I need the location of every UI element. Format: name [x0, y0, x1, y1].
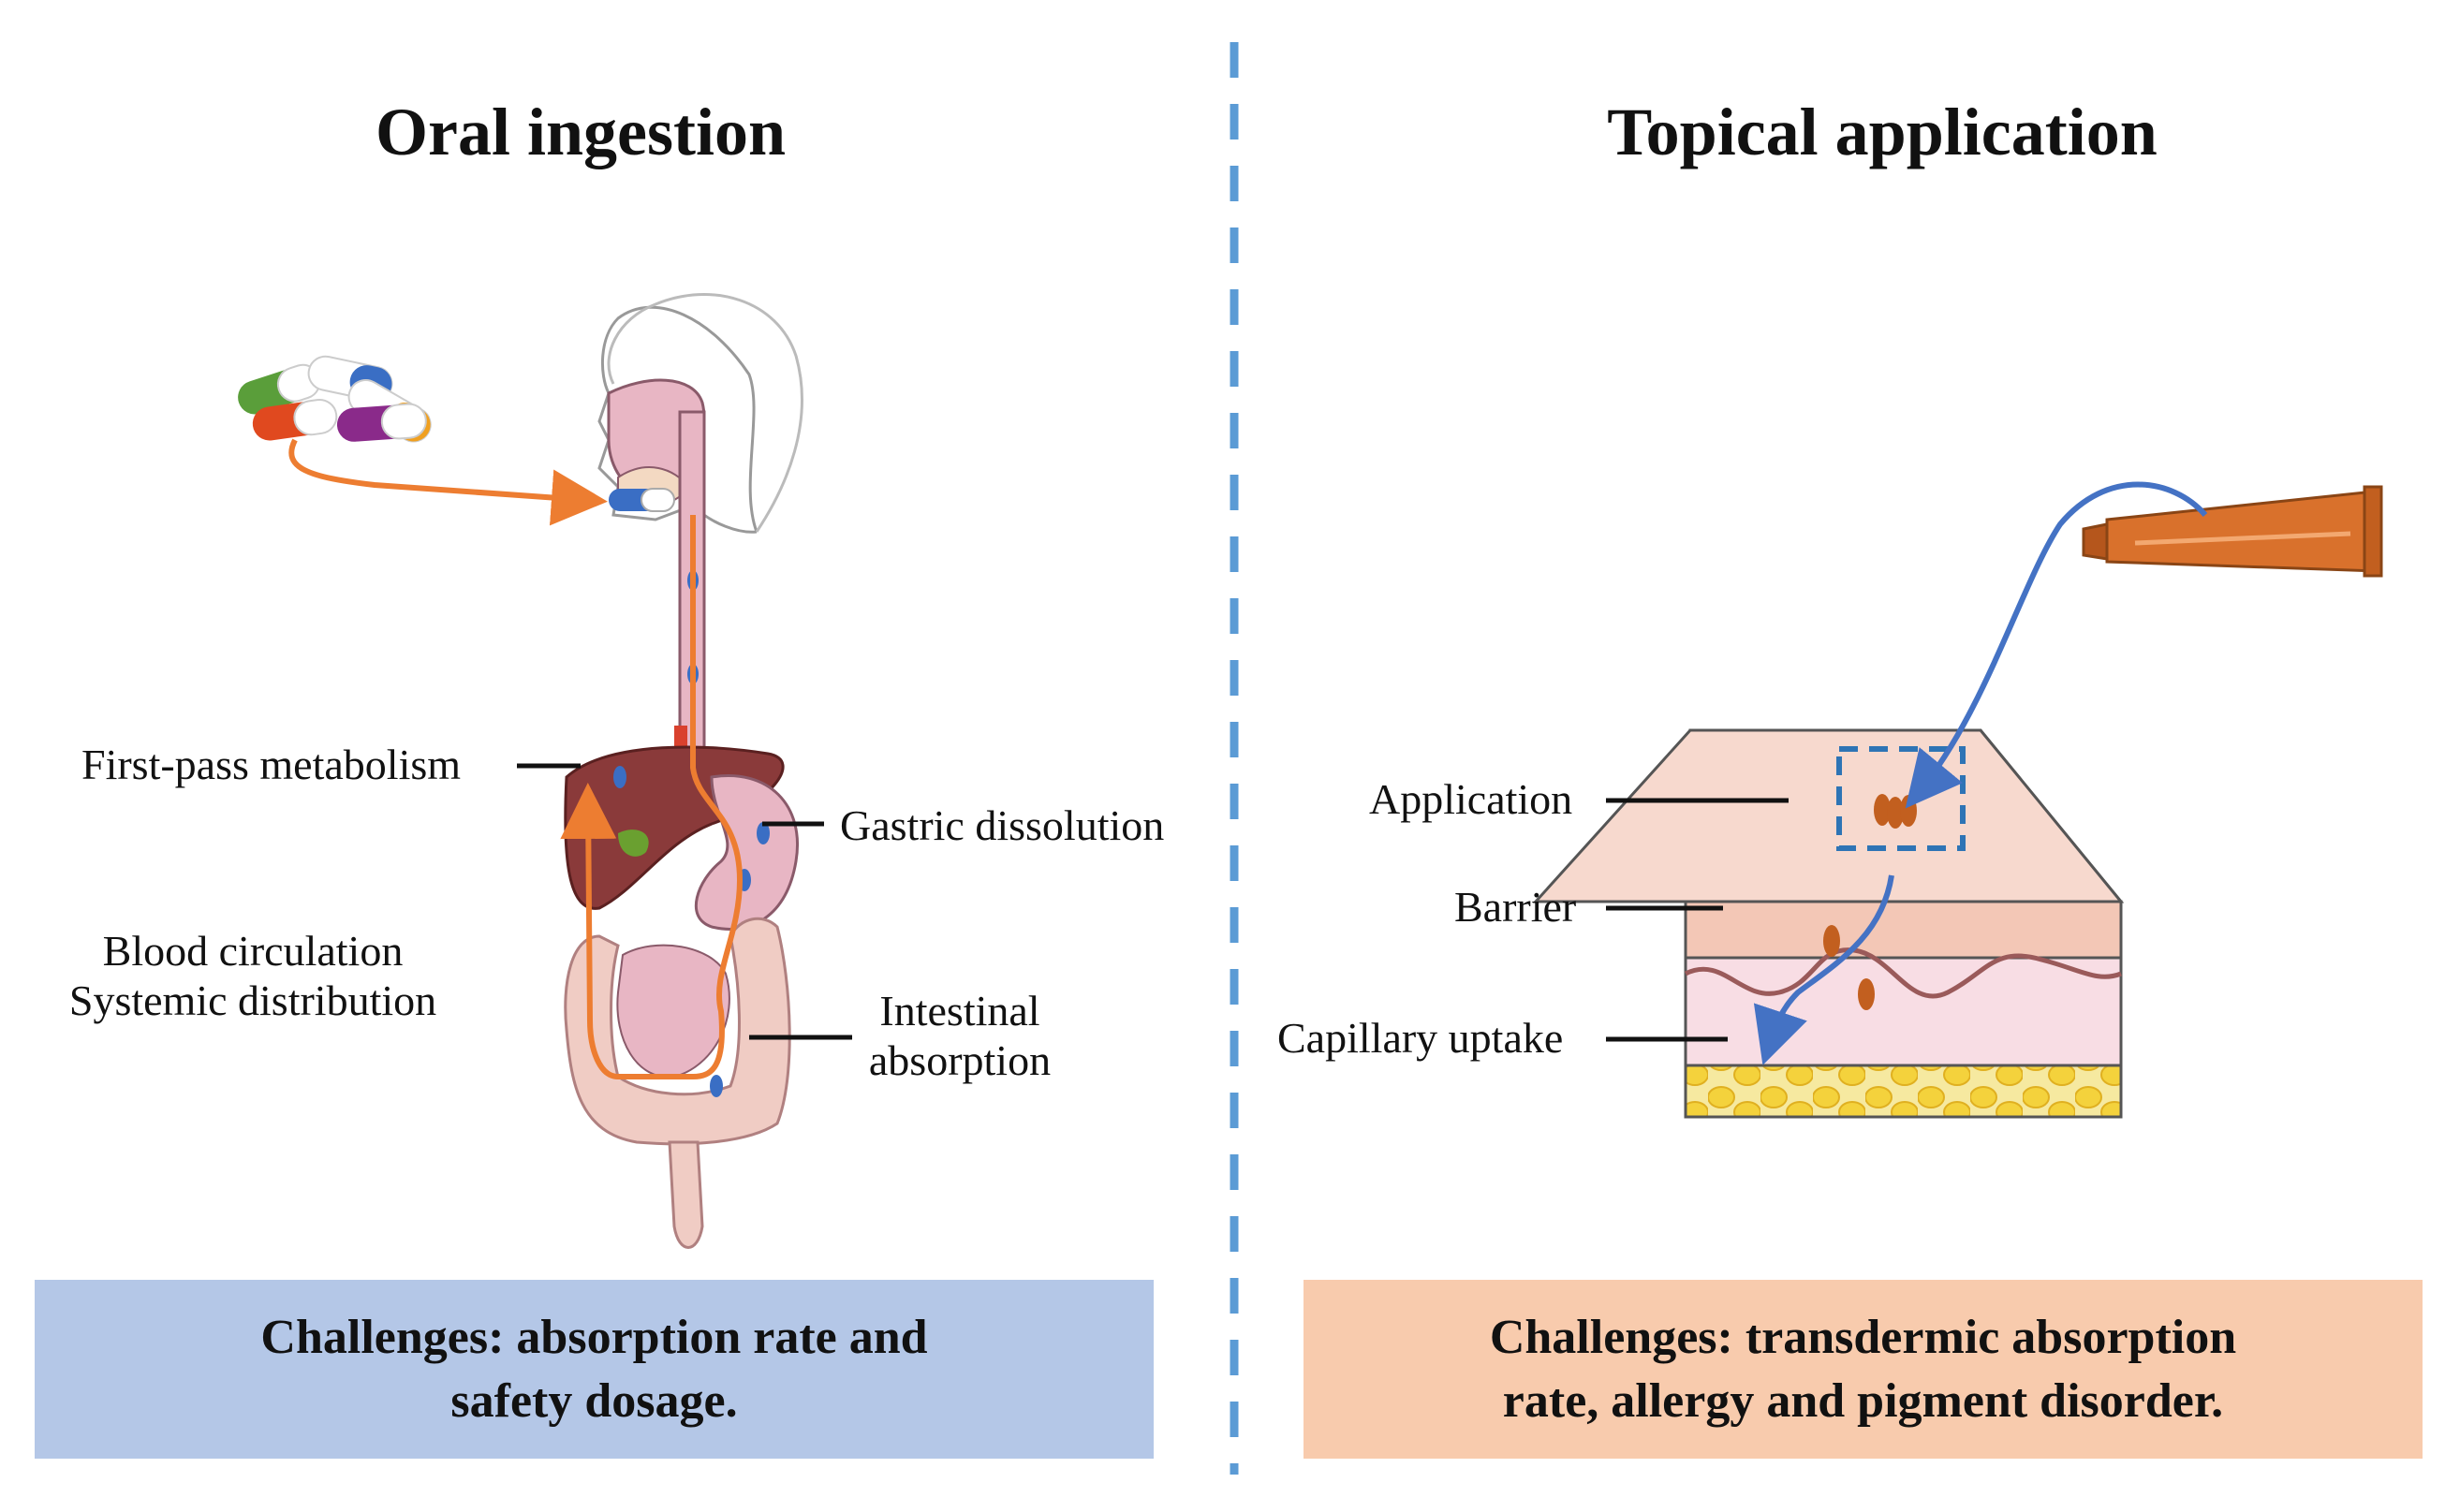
oral-challenge-line2: safety dosage.	[450, 1373, 738, 1428]
first-pass-label: First-pass metabolism	[81, 741, 462, 788]
intestinal-line1: Intestinal	[879, 987, 1040, 1035]
skin-cross-section-icon	[1532, 728, 2125, 1119]
tube-to-skin-arrow	[1905, 481, 2208, 809]
barrier-label: Barrier	[1454, 883, 1577, 931]
topical-challenge-line1: Challenges: transdermic absorption	[1489, 1310, 2237, 1364]
application-site-box	[1836, 746, 1966, 851]
topical-illustration	[1532, 481, 2383, 1119]
intestinal-label: Intestinal absorption	[843, 987, 1077, 1086]
pill-to-mouth-arrow	[288, 438, 608, 526]
digestive-system-icon	[564, 570, 799, 1249]
intestinal-line2: absorption	[868, 1035, 1052, 1084]
capsule-pills-icon	[238, 355, 432, 443]
blood-circulation-label: Blood circulation Systemic distribution	[37, 927, 468, 1026]
digestive-route-arrow	[560, 515, 744, 1079]
capillary-label: Capillary uptake	[1277, 1014, 1564, 1062]
oral-illustration	[238, 293, 852, 1249]
oral-title: Oral ingestion	[375, 95, 786, 169]
application-label: Application	[1369, 775, 1573, 823]
topical-challenges-box: Challenges: transdermic absorption rate,…	[1304, 1280, 2423, 1459]
gastric-label: Gastric dissolution	[840, 801, 1165, 849]
oral-challenges-box: Challenges: absorption rate and safety d…	[35, 1280, 1154, 1459]
topical-challenge-line2: rate, allergy and pigment disorder.	[1502, 1373, 2224, 1428]
ointment-tube-icon	[2082, 485, 2383, 578]
topical-title: Topical application	[1607, 95, 2158, 169]
skin-to-capillary-arrow	[1753, 874, 1894, 1065]
blood-line1: Blood circulation	[102, 927, 404, 975]
blood-line2: Systemic distribution	[68, 976, 437, 1024]
oral-challenge-line1: Challenges: absorption rate and	[260, 1310, 928, 1364]
